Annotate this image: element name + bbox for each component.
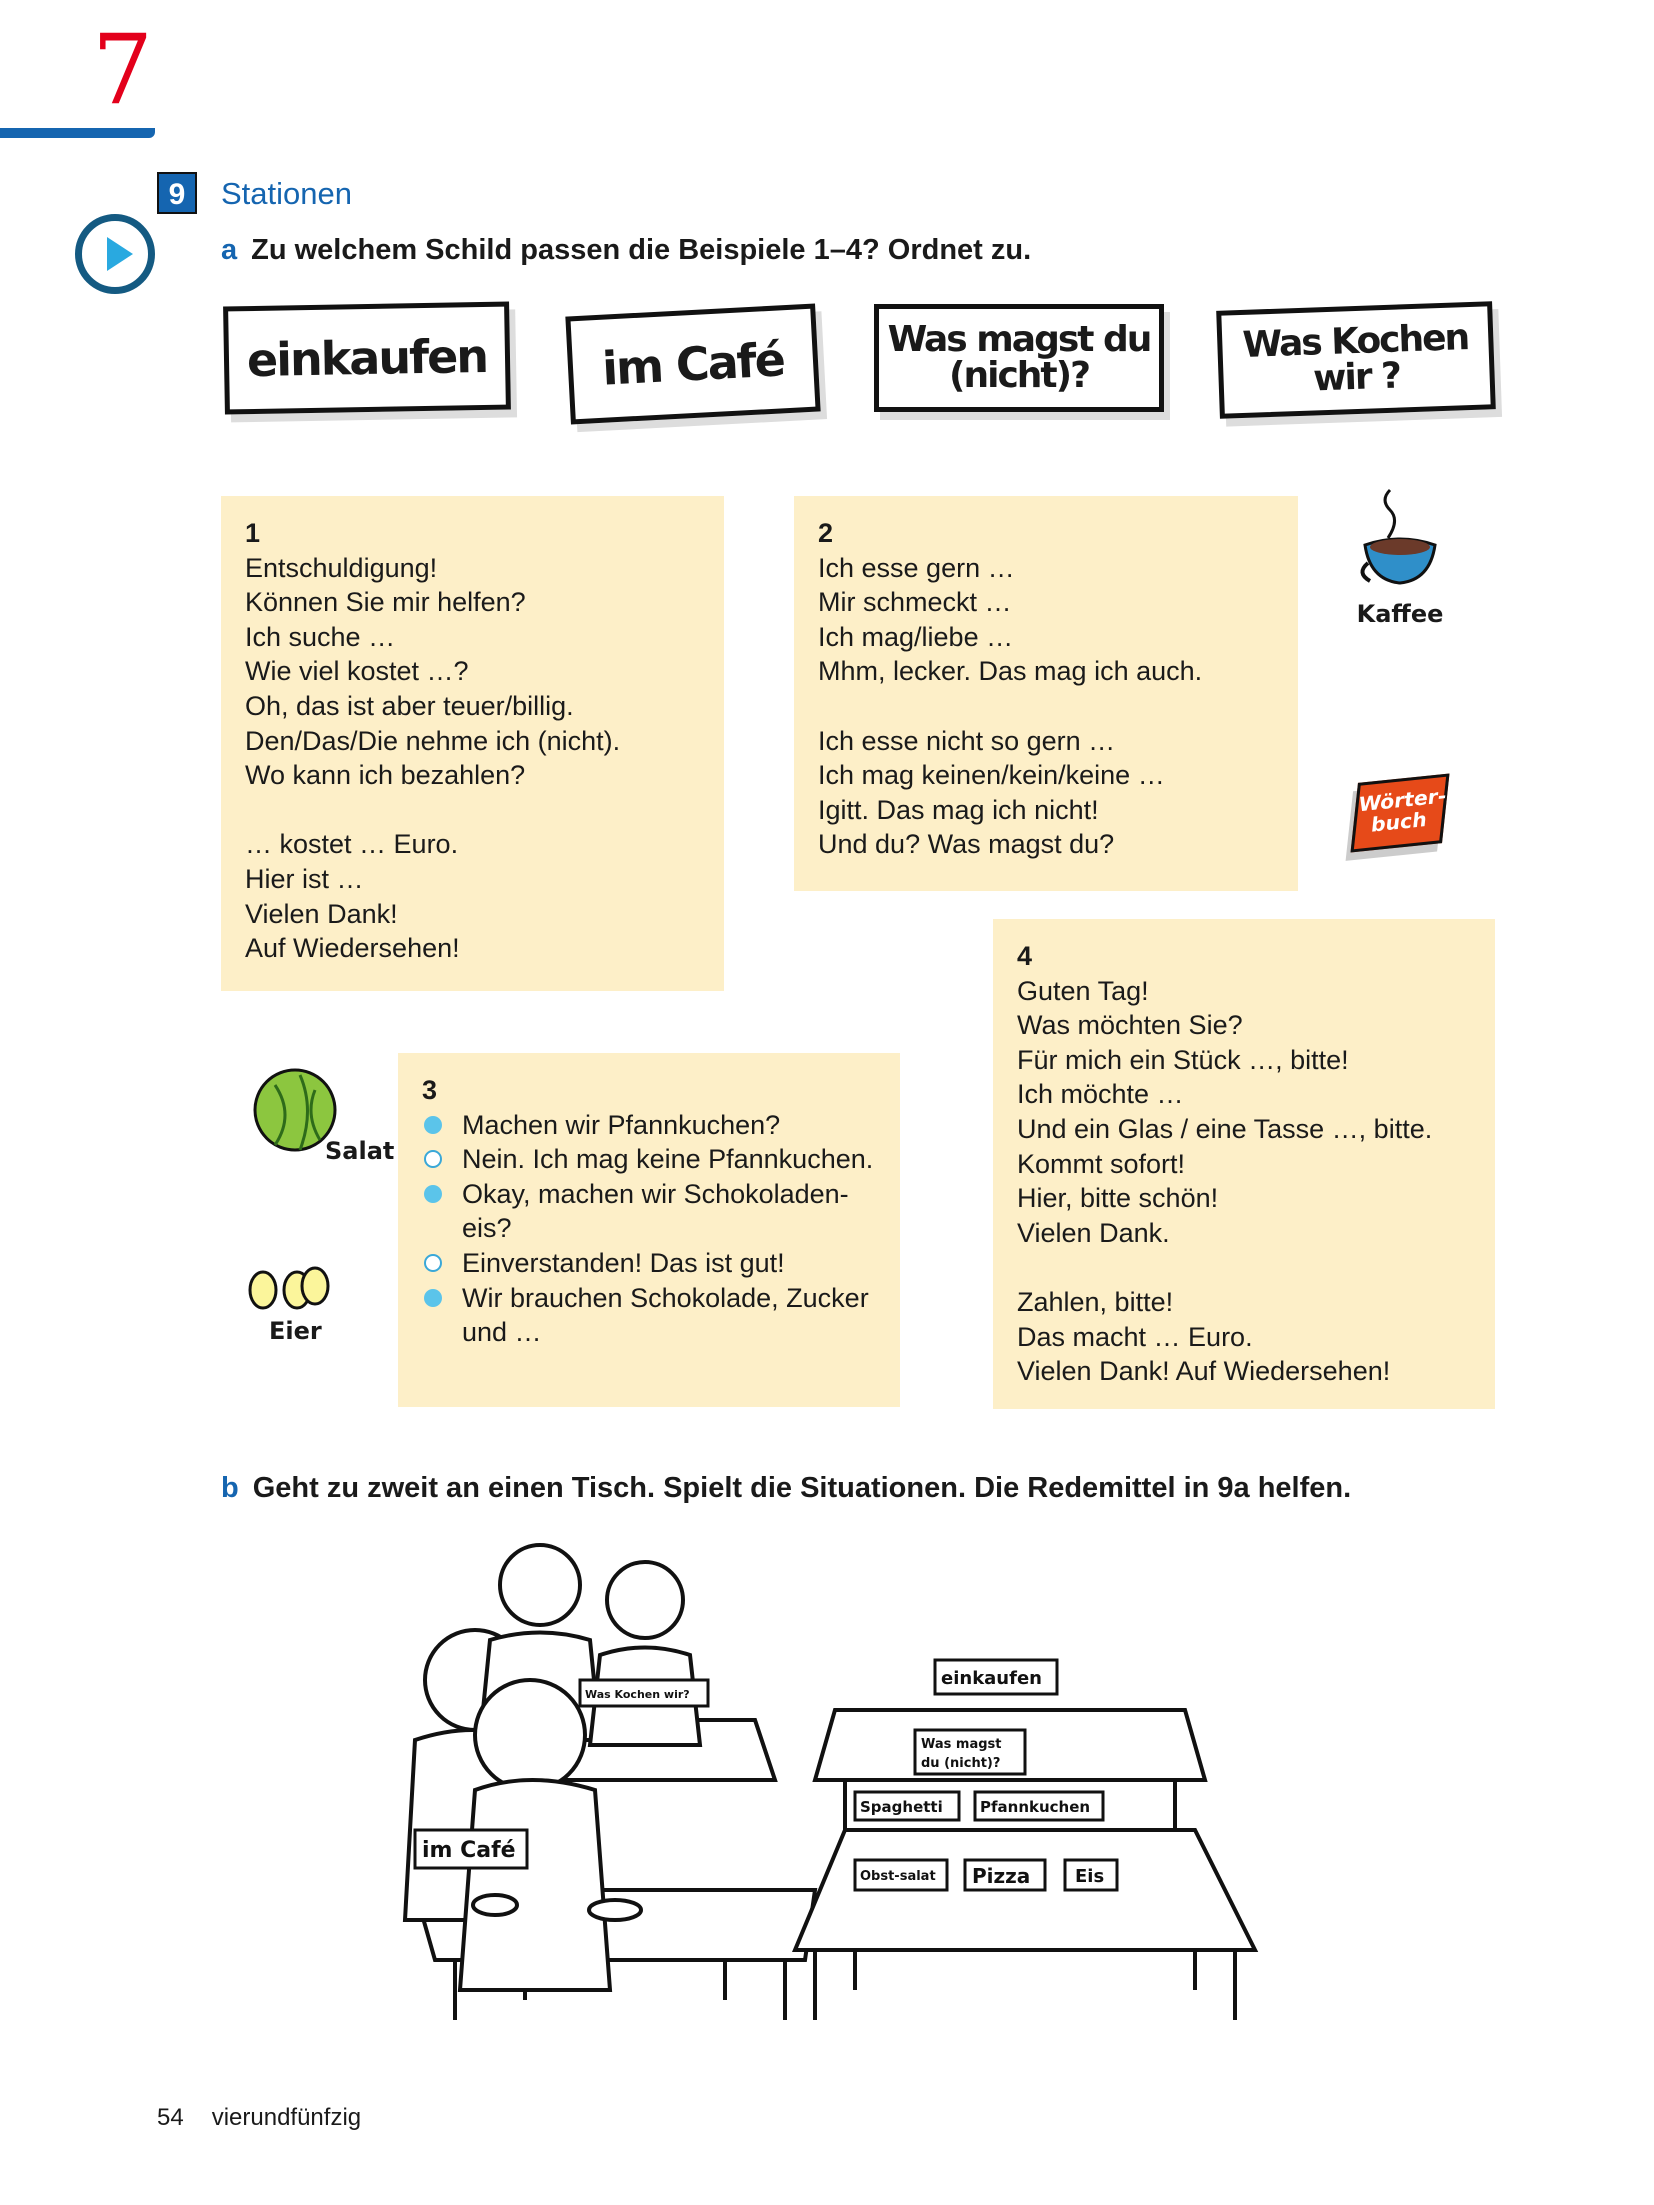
line: Ich esse nicht so gern … xyxy=(818,725,1116,756)
line: Ich mag/liebe … xyxy=(818,621,1014,652)
line: Können Sie mir helfen? xyxy=(245,587,526,618)
line: Mir schmeckt … xyxy=(818,587,1012,618)
line: Ich mag keinen/kein/keine … xyxy=(818,760,1165,791)
exercise-number-badge: 9 xyxy=(157,172,197,214)
illus-sign-magst-1: Was magst xyxy=(921,1737,1002,1752)
line: Guten Tag! xyxy=(1017,975,1149,1006)
line: … kostet … Euro. xyxy=(245,829,459,860)
task-letter: b xyxy=(221,1472,239,1504)
page-number: 54 xyxy=(157,2104,184,2131)
line: Vielen Dank! Auf Wiedersehen! xyxy=(1017,1356,1391,1387)
box-number: 2 xyxy=(818,518,834,548)
illus-sign-magst-2: du (nicht)? xyxy=(921,1756,1000,1771)
line: Was möchten Sie? xyxy=(1017,1010,1243,1041)
box-number: 3 xyxy=(422,1075,438,1105)
sign-was-kochen-wir: Was Kochen wir ? xyxy=(1216,301,1496,419)
line: Ich möchte … xyxy=(1017,1079,1184,1110)
line: Okay, machen wir Schokoladen-eis? xyxy=(462,1178,849,1244)
line: Entschuldigung! xyxy=(245,552,438,583)
line: Mhm, lecker. Das mag ich auch. xyxy=(818,656,1203,687)
illus-sign-obstsalat: Obst-salat xyxy=(860,1869,936,1884)
illus-sign-pfannkuchen: Pfannkuchen xyxy=(980,1798,1090,1816)
example-box-4: 4 Guten Tag! Was möchten Sie? Für mich e… xyxy=(993,919,1495,1409)
eggs-picture: Eier xyxy=(245,1262,345,1345)
illus-sign-pizza: Pizza xyxy=(972,1864,1030,1888)
line: Ich esse gern … xyxy=(818,552,1015,583)
speaker-a-bullet-icon xyxy=(424,1115,442,1134)
line: Für mich ein Stück …, bitte! xyxy=(1017,1044,1349,1075)
line: Und ein Glas / eine Tasse …, bitte. xyxy=(1017,1113,1433,1144)
example-box-3: 3 Machen wir Pfannkuchen? Nein. Ich mag … xyxy=(398,1053,900,1407)
speaker-b-bullet-icon xyxy=(424,1150,442,1169)
line: Hier, bitte schön! xyxy=(1017,1183,1219,1214)
sign-im-cafe: im Café xyxy=(565,303,821,425)
line: Kommt sofort! xyxy=(1017,1148,1186,1179)
line: Einverstanden! Das ist gut! xyxy=(462,1247,785,1278)
illus-sign-spaghetti: Spaghetti xyxy=(860,1798,943,1816)
line: Igitt. Das mag ich nicht! xyxy=(818,794,1099,825)
coffee-label: Kaffee xyxy=(1356,600,1444,628)
example-box-1: 1 Entschuldigung! Können Sie mir helfen?… xyxy=(221,496,724,991)
illus-sign-cafe: im Café xyxy=(422,1838,516,1863)
line: Oh, das ist aber teuer/billig. xyxy=(245,690,574,721)
page-number-word: vierundfünfzig xyxy=(211,2104,362,2131)
line: Und du? Was magst du? xyxy=(818,829,1115,860)
exercise-title: Stationen xyxy=(221,176,352,211)
play-audio-button[interactable] xyxy=(75,214,155,294)
task-letter: a xyxy=(221,234,238,266)
people xyxy=(402,1543,703,1992)
line: Machen wir Pfannkuchen? xyxy=(462,1109,781,1140)
sign-was-magst-du: Was magst du (nicht)? xyxy=(874,304,1164,412)
line: Zahlen, bitte! xyxy=(1017,1286,1174,1317)
box-number: 1 xyxy=(245,518,261,548)
chapter-divider xyxy=(0,128,155,138)
page-footer: 54 vierundfünfzig xyxy=(157,2104,389,2132)
classroom-stations-illustration: Was Kochen wir? im Café einkaufen Was ma… xyxy=(402,1543,1259,2020)
line: Vielen Dank! xyxy=(245,898,398,929)
line: Vielen Dank. xyxy=(1017,1217,1170,1248)
speaker-b-bullet-icon xyxy=(424,1253,442,1272)
salad-label: Salat xyxy=(325,1137,395,1165)
illus-sign-kochen: Was Kochen wir? xyxy=(585,1688,690,1701)
task-a: a Zu welchem Schild passen die Beispiele … xyxy=(221,234,1031,267)
speaker-a-bullet-icon xyxy=(424,1288,442,1307)
lettuce-icon xyxy=(253,1068,337,1152)
sign-einkaufen: einkaufen xyxy=(223,301,511,415)
task-b: b Geht zu zweit an einen Tisch. Spielt di… xyxy=(221,1472,1351,1505)
line: Wo kann ich bezahlen? xyxy=(245,760,526,791)
illus-sign-einkaufen: einkaufen xyxy=(941,1668,1042,1689)
task-text: Geht zu zweit an einen Tisch. Spielt die… xyxy=(252,1472,1352,1504)
coffee-picture: Kaffee xyxy=(1350,485,1450,628)
line: Ich suche … xyxy=(245,621,396,652)
line: Auf Wiedersehen! xyxy=(245,933,460,964)
chapter-number: 7 xyxy=(92,14,154,126)
dictionary-icon: Wörter-buch xyxy=(1350,773,1450,853)
example-box-2: 2 Ich esse gern … Mir schmeckt … Ich mag… xyxy=(794,496,1298,891)
speaker-a-bullet-icon xyxy=(424,1184,442,1203)
line: Wir brauchen Schokolade, Zucker und … xyxy=(462,1282,869,1348)
eggs-icon xyxy=(248,1266,330,1310)
line: Das macht … Euro. xyxy=(1017,1321,1253,1352)
line: Wie viel kostet …? xyxy=(245,656,469,687)
box-number: 4 xyxy=(1017,941,1033,971)
salad-picture: Salat xyxy=(245,1065,394,1175)
coffee-cup-icon xyxy=(1360,488,1437,585)
dictionary-picture: Wörter-buch xyxy=(1345,773,1465,868)
line: Nein. Ich mag keine Pfannkuchen. xyxy=(462,1144,874,1175)
task-text: Zu welchem Schild passen die Beispiele 1… xyxy=(251,234,1032,266)
illus-sign-eis: Eis xyxy=(1075,1866,1104,1887)
eggs-label: Eier xyxy=(269,1317,322,1345)
line: Den/Das/Die nehme ich (nicht). xyxy=(245,725,621,756)
line: Hier ist … xyxy=(245,863,364,894)
